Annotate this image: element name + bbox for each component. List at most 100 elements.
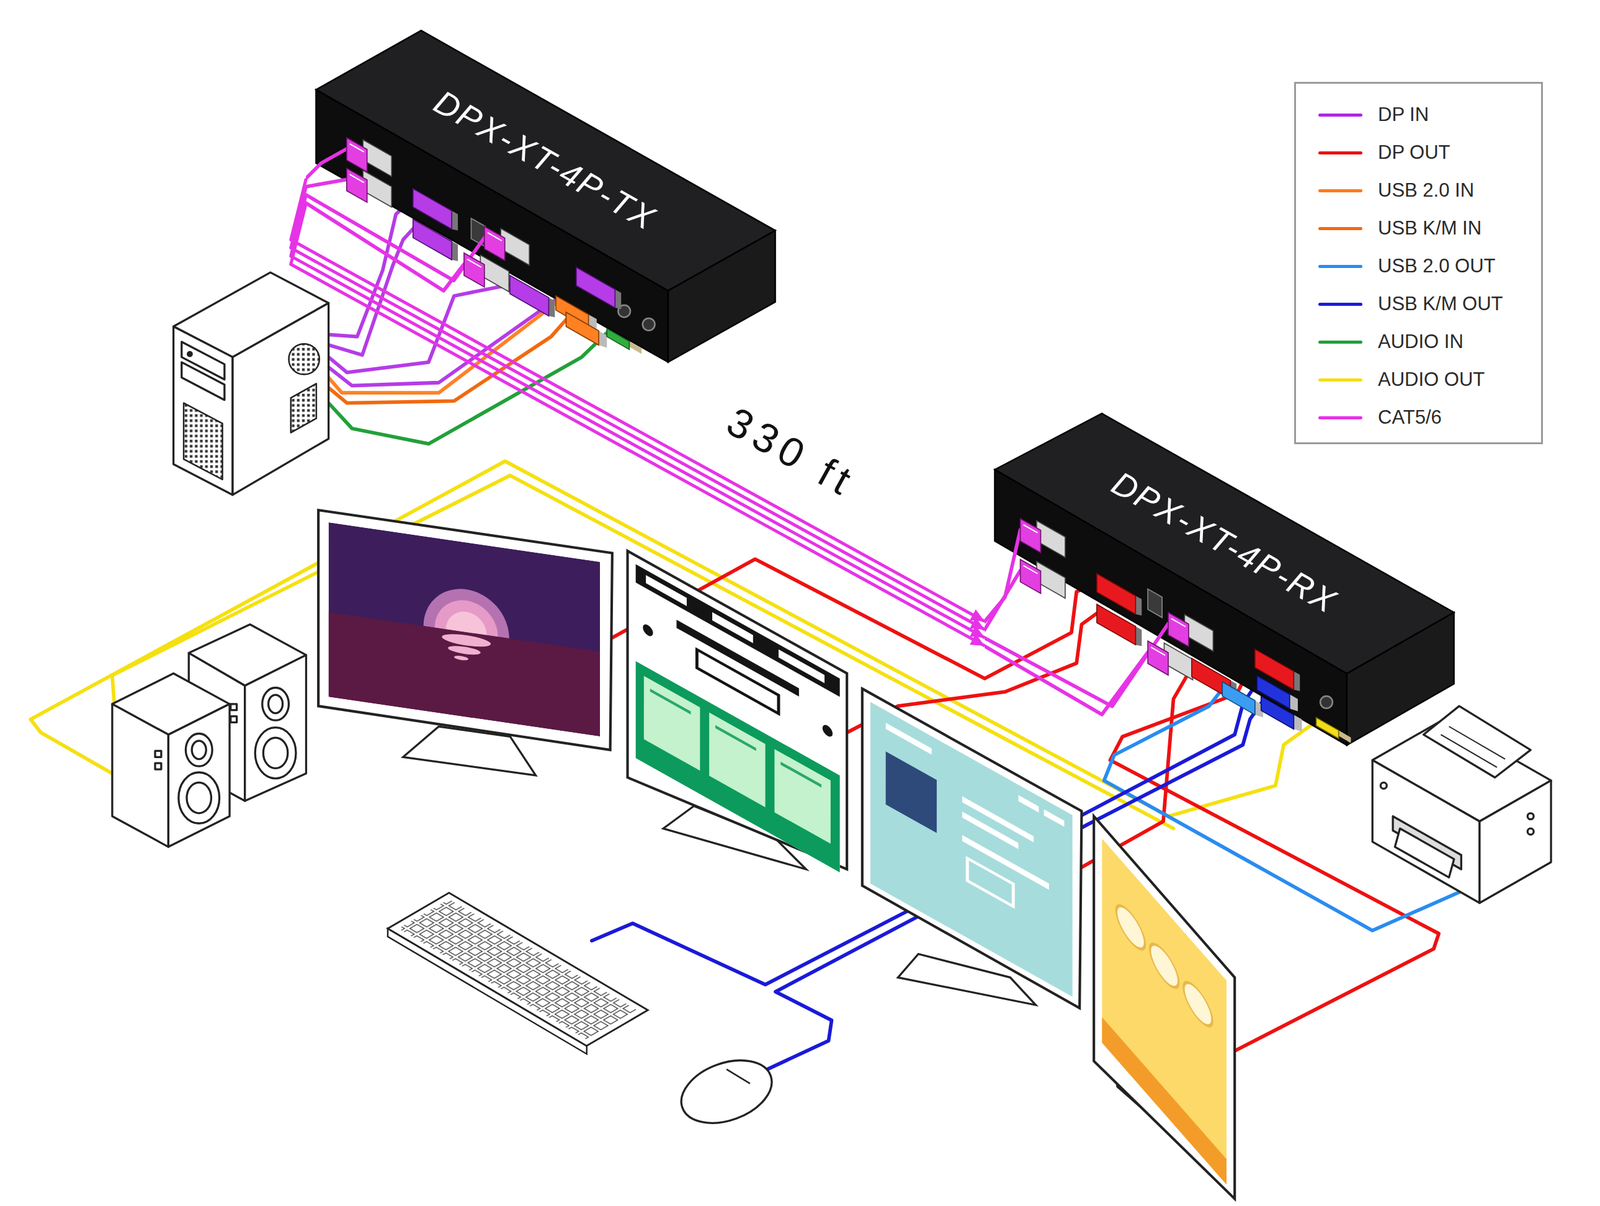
speaker xyxy=(262,688,290,721)
monitor xyxy=(447,644,481,657)
legend-swatch xyxy=(1318,113,1363,117)
speaker xyxy=(112,673,230,847)
monitor xyxy=(635,661,841,873)
receiver-housing xyxy=(1147,640,1193,680)
monitor xyxy=(822,722,833,739)
printer xyxy=(1423,706,1531,778)
speaker xyxy=(186,782,211,813)
monitor xyxy=(1183,973,1213,1035)
monitor xyxy=(454,655,469,662)
legend-text: AUDIO IN xyxy=(1377,331,1464,353)
receiver-housing xyxy=(984,570,1021,630)
receiver-housing xyxy=(1316,717,1352,743)
legend-text: CAT5/6 xyxy=(1377,406,1442,429)
monitor xyxy=(1116,897,1145,959)
arrow-head xyxy=(969,634,985,646)
monitor xyxy=(328,522,601,737)
monitor xyxy=(318,509,613,776)
monitor xyxy=(1101,838,1227,1185)
monitor xyxy=(441,631,491,649)
receiver-housing xyxy=(1020,558,1066,599)
transmitter-housing xyxy=(305,148,485,291)
receiver-housing xyxy=(1168,612,1213,652)
speaker xyxy=(168,704,230,847)
computer-tower xyxy=(187,351,193,357)
computer-tower xyxy=(183,403,223,480)
legend-row: CAT5/6 xyxy=(1318,398,1542,437)
monitor xyxy=(780,761,822,788)
computer-tower xyxy=(288,343,319,375)
transmitter-housing xyxy=(305,179,347,187)
printer xyxy=(1372,706,1551,903)
legend-swatch xyxy=(1318,151,1363,155)
computer-tower xyxy=(290,383,317,433)
printer xyxy=(1527,828,1534,835)
monitor xyxy=(967,858,1014,907)
monitor xyxy=(1101,1017,1227,1185)
legend-swatch xyxy=(1318,340,1363,344)
transmitter-housing xyxy=(413,219,458,262)
cable-length-label: 330 ft xyxy=(714,395,869,510)
speaker xyxy=(245,655,307,801)
transmitter-housing xyxy=(576,267,622,309)
monitor xyxy=(870,702,1073,997)
monitor xyxy=(885,722,932,755)
receiver-housing xyxy=(1320,696,1333,709)
monitor xyxy=(643,676,700,772)
printer xyxy=(1372,759,1480,903)
legend-text: USB 2.0 OUT xyxy=(1377,255,1496,277)
receiver-housing xyxy=(1020,518,1066,558)
speaker xyxy=(263,737,288,769)
speaker xyxy=(178,772,220,824)
signal-cable xyxy=(30,460,1470,1069)
speaker xyxy=(185,733,213,767)
speaker xyxy=(112,704,169,847)
legend-row: USB 2.0 IN xyxy=(1318,171,1542,210)
legend-swatch xyxy=(1318,264,1363,269)
receiver-housing xyxy=(1261,696,1303,732)
transmitter-housing xyxy=(668,230,776,363)
monitor xyxy=(862,688,1082,1009)
printer xyxy=(1479,780,1551,903)
legend-row: USB K/M OUT xyxy=(1318,285,1542,324)
signal-cable xyxy=(328,332,608,444)
monitor xyxy=(635,564,841,873)
monitor xyxy=(1101,838,1227,1185)
receiver-housing xyxy=(984,645,1148,715)
monitor xyxy=(328,522,601,737)
receiver-housing xyxy=(984,529,1021,622)
transmitter-housing xyxy=(471,218,486,247)
monitor xyxy=(318,509,613,750)
transmitter-housing xyxy=(346,137,392,177)
transmitter-housing xyxy=(305,194,485,281)
computer-tower xyxy=(232,302,329,495)
legend-row: USB K/M IN xyxy=(1318,209,1542,248)
transmitter-housing xyxy=(305,25,781,368)
monitor xyxy=(642,622,653,639)
receiver-housing xyxy=(1147,588,1163,618)
legend-row: USB 2.0 OUT xyxy=(1318,247,1542,286)
speaker xyxy=(268,694,283,714)
monitor xyxy=(676,619,799,697)
monitor xyxy=(328,522,601,737)
legend-swatch xyxy=(1318,302,1363,306)
monitor xyxy=(862,688,1082,1009)
legend-text: USB K/M IN xyxy=(1377,217,1482,239)
monitor xyxy=(778,649,825,684)
transmitter-housing xyxy=(305,148,347,179)
monitor xyxy=(1093,816,1235,1200)
monitor xyxy=(635,564,841,873)
legend-row: AUDIO IN xyxy=(1318,323,1542,362)
legend-swatch xyxy=(1318,378,1363,382)
transmitter-housing xyxy=(607,328,643,355)
mouse xyxy=(672,1049,781,1135)
monitor xyxy=(635,564,841,698)
computer-tower xyxy=(173,272,329,496)
transmitter-housing xyxy=(509,275,555,318)
printer xyxy=(1449,726,1506,760)
printer xyxy=(1527,813,1534,820)
legend-text: DP IN xyxy=(1377,104,1429,126)
speaker xyxy=(155,750,162,757)
keyboard xyxy=(398,898,638,1040)
legend-text: USB K/M OUT xyxy=(1377,293,1504,315)
